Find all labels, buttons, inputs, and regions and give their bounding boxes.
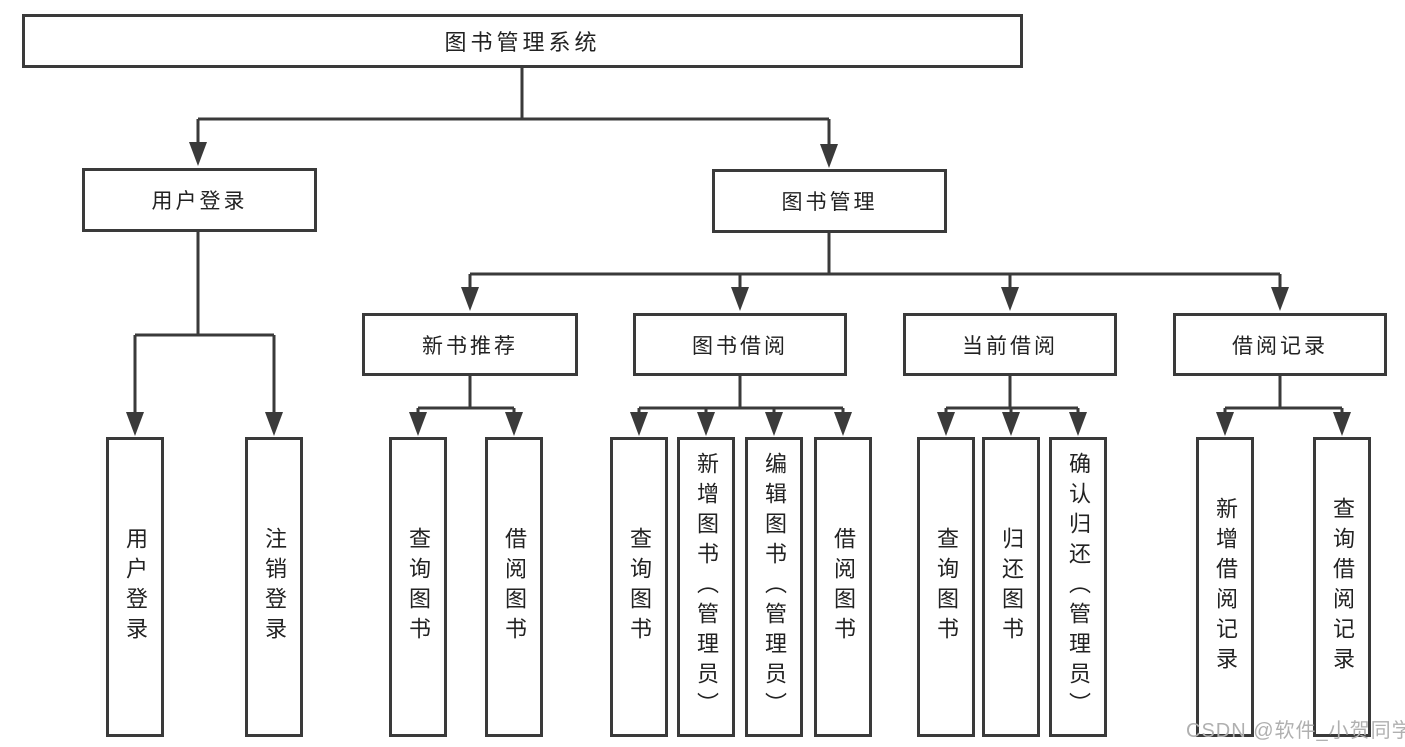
- arrow-down-icon: [937, 412, 955, 436]
- connector-userlogin-to-leaves: [126, 231, 283, 436]
- arrow-down-icon: [189, 142, 207, 166]
- leaf-query-book: 查询图书: [917, 437, 975, 737]
- connector-bookmgmt-to-modules: [461, 231, 1289, 311]
- node-label: 当前借阅: [962, 334, 1058, 358]
- leaf-confirm-return-admin: 确认归还（管理员）: [1049, 437, 1107, 737]
- leaf-label: 借阅图书: [502, 527, 527, 647]
- arrow-down-icon: [697, 412, 715, 436]
- arrow-down-icon: [1333, 412, 1351, 436]
- leaf-add-book-admin: 新增图书（管理员）: [677, 437, 735, 737]
- leaf-query-book: 查询图书: [610, 437, 668, 737]
- leaf-label: 注销登录: [262, 527, 287, 647]
- node-book-management: 图书管理: [712, 169, 947, 233]
- leaf-label: 查询图书: [406, 527, 431, 647]
- node-root-system: 图书管理系统: [22, 14, 1023, 68]
- arrow-down-icon: [1271, 287, 1289, 311]
- node-borrow-record: 借阅记录: [1173, 313, 1387, 376]
- node-current-borrow: 当前借阅: [903, 313, 1117, 376]
- arrow-down-icon: [765, 412, 783, 436]
- connector-newbook-to-leaves: [409, 375, 523, 436]
- node-label: 图书管理: [781, 191, 878, 214]
- connector-root-to-branches: [189, 66, 838, 168]
- arrow-down-icon: [1001, 287, 1019, 311]
- leaf-label: 借阅图书: [831, 527, 856, 647]
- node-user-login: 用户登录: [82, 168, 317, 232]
- csdn-watermark: CSDN @软件_小贺同学: [1186, 720, 1405, 742]
- leaf-label: 新增图书（管理员）: [694, 452, 719, 722]
- arrow-down-icon: [461, 287, 479, 311]
- leaf-logout: 注销登录: [245, 437, 303, 737]
- node-root-label: 图书管理系统: [444, 30, 601, 55]
- leaf-label: 编辑图书（管理员）: [762, 452, 787, 722]
- leaf-borrow-book: 借阅图书: [485, 437, 543, 737]
- leaf-label: 归还图书: [999, 527, 1024, 647]
- leaf-label: 用户登录: [123, 527, 148, 647]
- arrow-down-icon: [820, 144, 838, 168]
- leaf-return-book: 归还图书: [982, 437, 1040, 737]
- leaf-add-borrow-record: 新增借阅记录: [1196, 437, 1254, 737]
- leaf-user-login: 用户登录: [106, 437, 164, 737]
- leaf-query-borrow-record: 查询借阅记录: [1313, 437, 1371, 737]
- arrow-down-icon: [409, 412, 427, 436]
- arrow-down-icon: [1002, 412, 1020, 436]
- arrow-down-icon: [834, 412, 852, 436]
- node-label: 新书推荐: [422, 334, 518, 358]
- arrow-down-icon: [630, 412, 648, 436]
- node-label: 图书借阅: [692, 334, 788, 358]
- leaf-edit-book-admin: 编辑图书（管理员）: [745, 437, 803, 737]
- node-book-borrow: 图书借阅: [633, 313, 847, 376]
- arrow-down-icon: [731, 287, 749, 311]
- arrow-down-icon: [1069, 412, 1087, 436]
- leaf-query-book: 查询图书: [389, 437, 447, 737]
- leaf-label: 查询图书: [627, 527, 652, 647]
- connector-currentborrow-to-leaves: [937, 375, 1087, 436]
- leaf-label: 新增借阅记录: [1213, 497, 1238, 677]
- node-label: 借阅记录: [1232, 334, 1328, 358]
- node-label: 用户登录: [151, 190, 248, 213]
- leaf-label: 查询借阅记录: [1330, 497, 1355, 677]
- leaf-borrow-book: 借阅图书: [814, 437, 872, 737]
- arrow-down-icon: [265, 412, 283, 436]
- arrow-down-icon: [505, 412, 523, 436]
- leaf-label: 查询图书: [934, 527, 959, 647]
- arrow-down-icon: [1216, 412, 1234, 436]
- arrow-down-icon: [126, 412, 144, 436]
- connector-bookborrow-to-leaves: [630, 375, 852, 436]
- leaf-label: 确认归还（管理员）: [1066, 452, 1091, 722]
- connector-borrowrecord-to-leaves: [1216, 375, 1351, 436]
- node-new-book-recommend: 新书推荐: [362, 313, 578, 376]
